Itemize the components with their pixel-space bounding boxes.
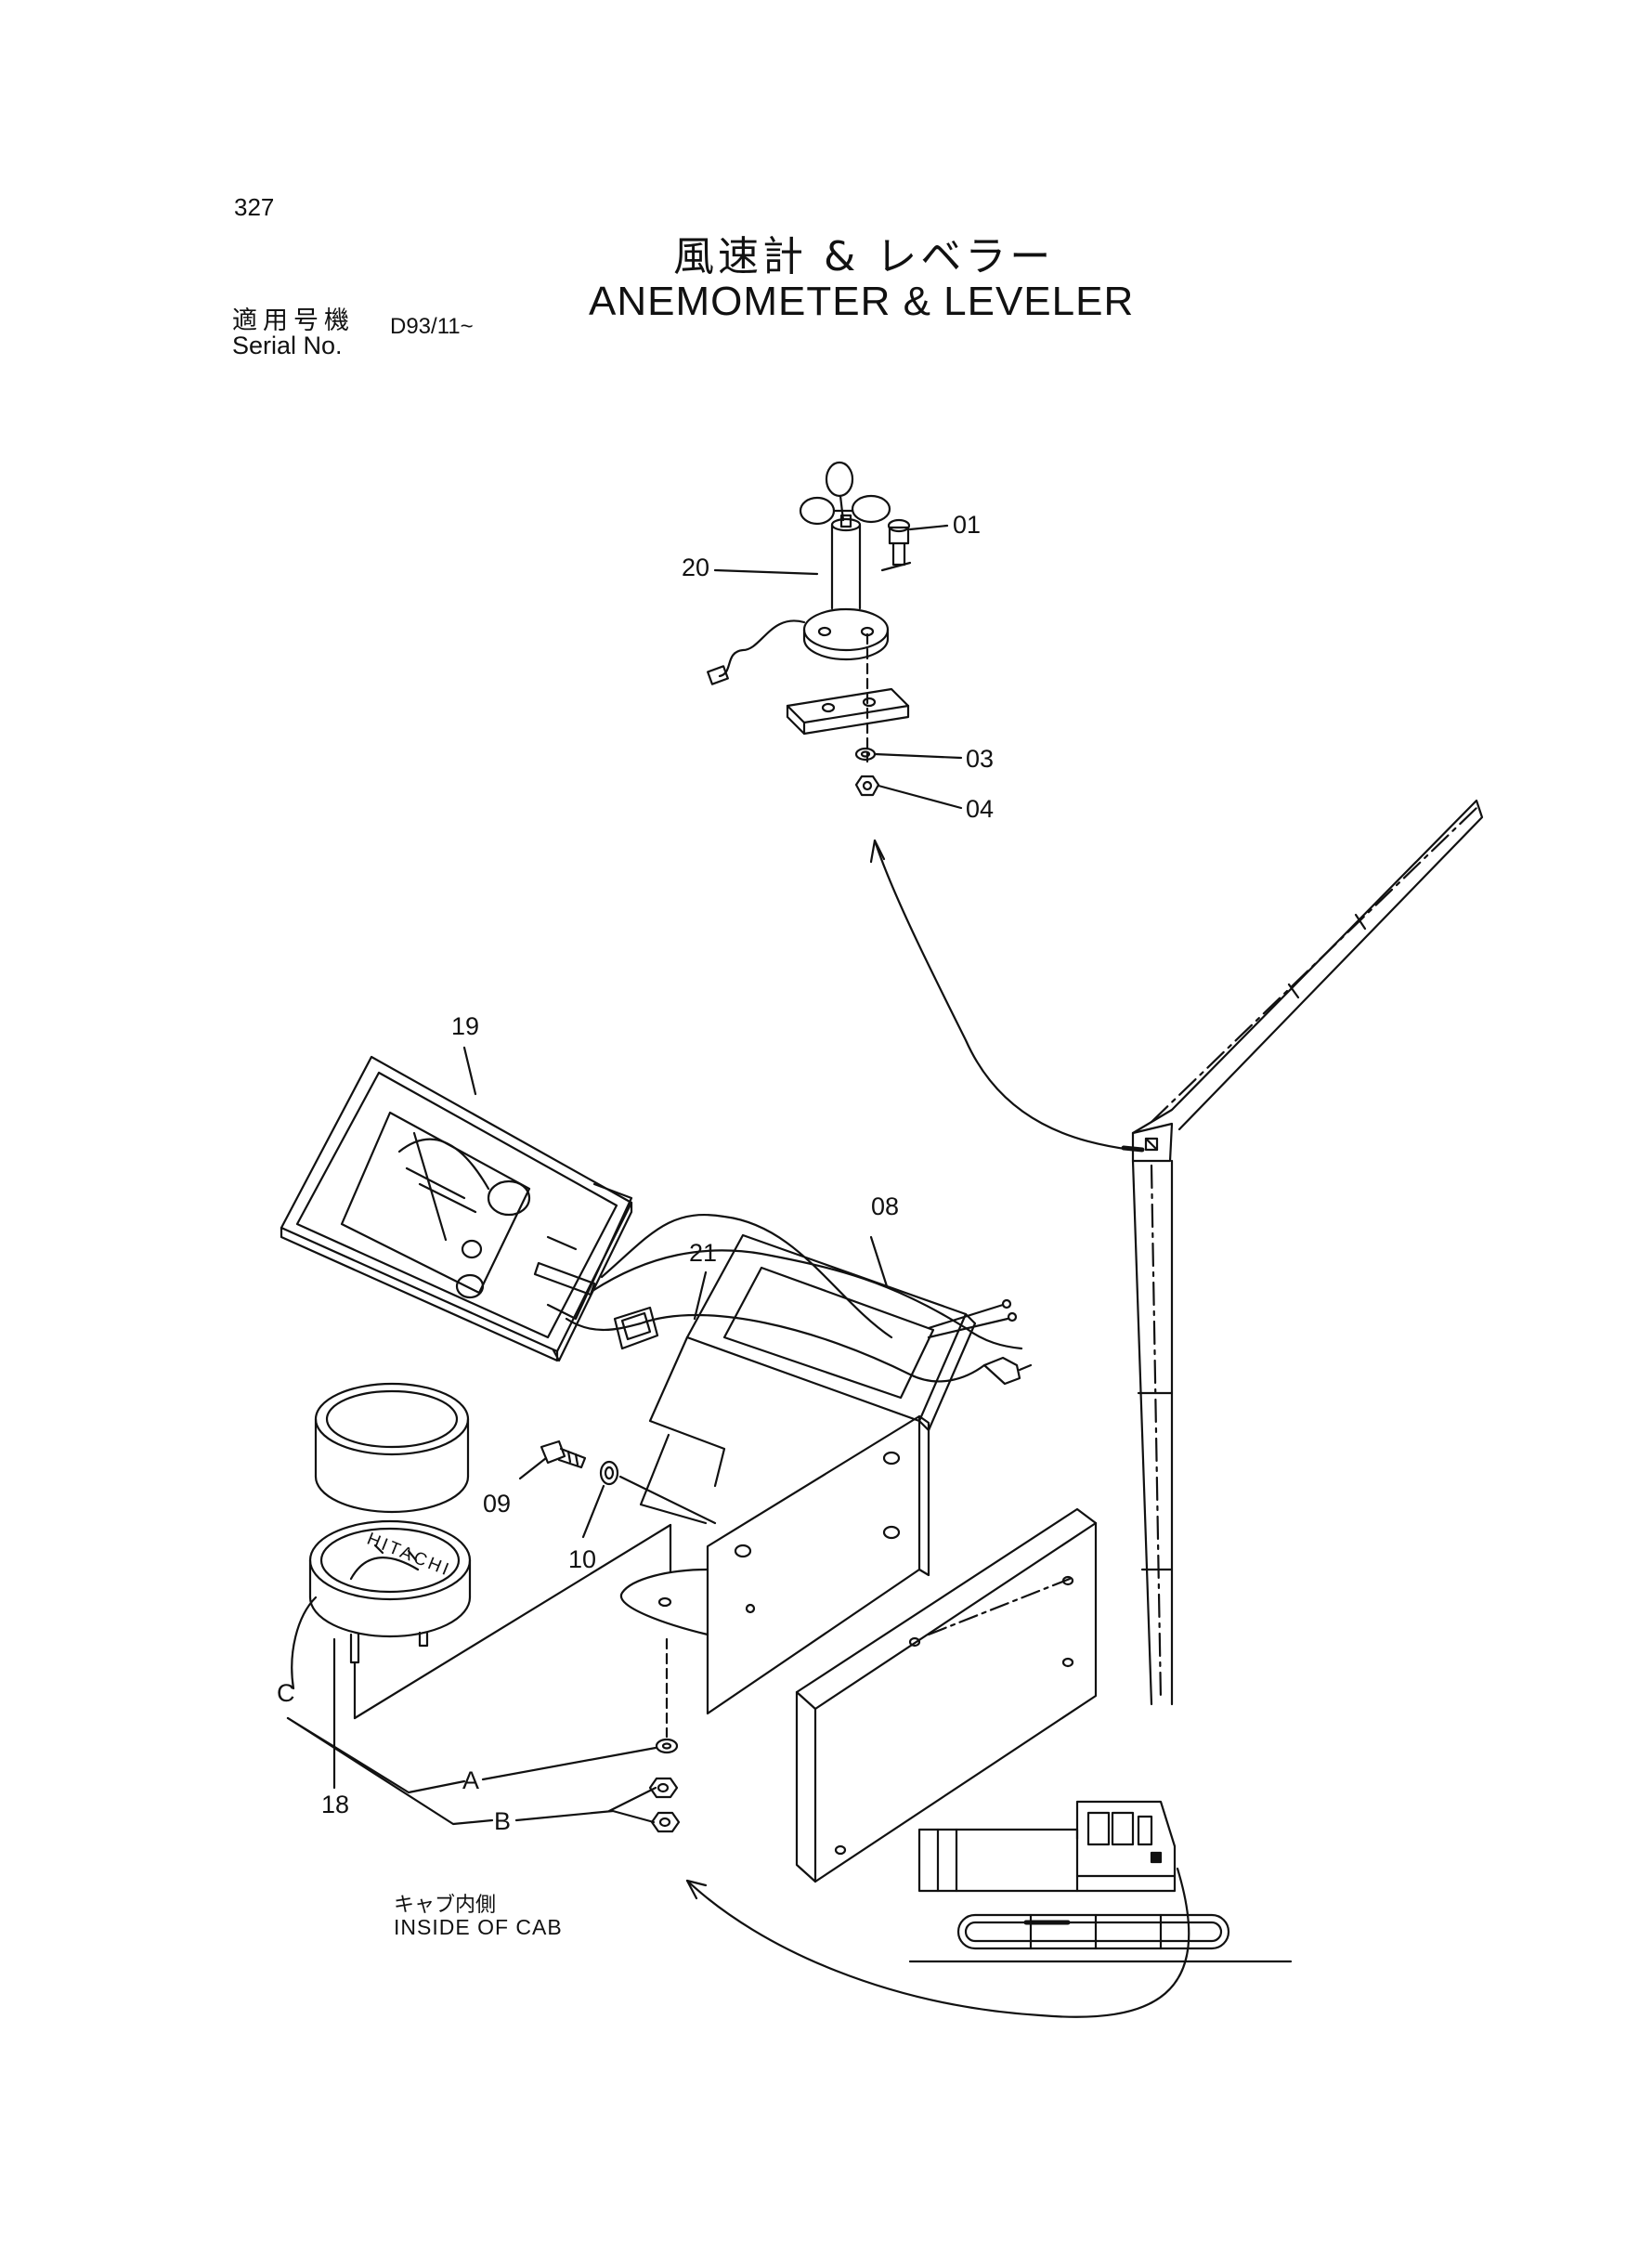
wiring-harness bbox=[565, 1214, 1033, 1386]
callout-b: B bbox=[494, 1807, 511, 1835]
callout-20: 20 bbox=[682, 554, 709, 581]
callout-03: 03 bbox=[966, 745, 994, 773]
callout-leaders bbox=[286, 1046, 889, 1826]
callout-18: 18 bbox=[321, 1791, 349, 1818]
serial-label-japanese: 適用号機 bbox=[232, 306, 355, 335]
gauge-with-bezel bbox=[308, 1382, 672, 1790]
crane-illustration bbox=[908, 799, 1484, 1963]
callout-labels: 01 20 03 04 19 08 21 09 10 C A 18 B bbox=[277, 511, 994, 1835]
gauge-brand-text: HITACHI bbox=[364, 1530, 453, 1581]
callout-10: 10 bbox=[568, 1545, 596, 1573]
callout-21: 21 bbox=[689, 1239, 717, 1267]
callout-a: A bbox=[462, 1766, 479, 1794]
leveler-display-unit bbox=[280, 1055, 633, 1362]
callout-08: 08 bbox=[871, 1192, 899, 1220]
callout-01: 01 bbox=[953, 511, 981, 539]
callout-09: 09 bbox=[483, 1490, 511, 1518]
anemometer-assembly bbox=[707, 461, 963, 810]
serial-label-english: Serial No. bbox=[232, 332, 343, 359]
cab-caption-japanese: キャブ内側 bbox=[394, 1894, 497, 1917]
page-number: 327 bbox=[234, 193, 275, 221]
callout-c: C bbox=[277, 1679, 295, 1707]
page-title-japanese: 風速計 & レベラー bbox=[673, 233, 1055, 280]
callout-04: 04 bbox=[966, 795, 994, 823]
mounting-plates bbox=[619, 1414, 1098, 1883]
serial-number-value: D93/11~ bbox=[390, 314, 474, 339]
callout-19: 19 bbox=[451, 1012, 479, 1040]
fasteners bbox=[540, 1440, 717, 1833]
cab-caption-english: INSIDE OF CAB bbox=[394, 1915, 563, 1939]
page-title-english: ANEMOMETER & LEVELER bbox=[589, 279, 1135, 324]
reference-arrows bbox=[685, 839, 1190, 2018]
